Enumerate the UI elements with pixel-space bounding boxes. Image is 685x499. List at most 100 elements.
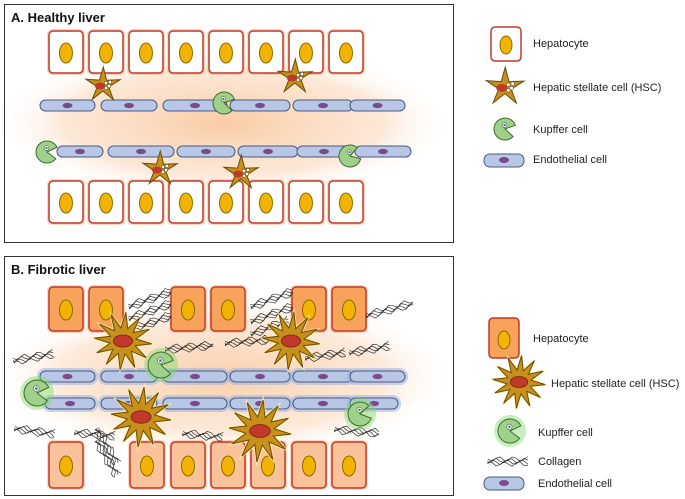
legend-b-collagen-label: Collagen <box>538 456 582 468</box>
panel-fibrotic-liver: B. Fibrotic liver <box>4 256 454 496</box>
healthy-kupffer-1 <box>212 91 235 115</box>
legend-b-kupffer-label: Kupffer cell <box>538 427 593 439</box>
legend-b-collagen-shape <box>487 456 529 467</box>
healthy-hepatocyte-top-2 <box>87 29 125 75</box>
legend-b-kupffer-icon <box>494 415 526 447</box>
legend-b-endothelial-label: Endothelial cell <box>538 478 612 490</box>
healthy-hepatocyte-bottom-6 <box>247 179 285 225</box>
healthy-endothelial-cell-8 <box>107 145 175 158</box>
healthy-hepatocyte-top-3 <box>127 29 165 75</box>
healthy-endothelial-cell-3 <box>162 99 228 112</box>
healthy-endothelial-cell-9 <box>176 145 236 158</box>
legend-b-hepatocyte-icon <box>488 317 520 359</box>
healthy-endothelial-cell-5 <box>292 99 354 112</box>
legend-a-hepatocyte-icon <box>490 26 522 62</box>
fibrotic-liver-diagram <box>5 285 453 490</box>
collagen-fiber-2 <box>128 300 172 322</box>
healthy-hsc-1 <box>84 65 123 102</box>
healthy-hsc-4 <box>222 153 261 190</box>
collagen-fiber-18 <box>349 340 390 357</box>
fibrotic-hsc-4 <box>223 394 297 468</box>
legend-a-endothelial-label: Endothelial cell <box>533 154 607 166</box>
fibrotic-endothelial-cell-2 <box>98 368 160 385</box>
healthy-hepatocyte-bottom-1 <box>47 179 85 225</box>
fibrotic-endothelial-cell-3 <box>160 368 230 385</box>
legend-a-hsc-shape <box>484 65 526 105</box>
fibrotic-hepatocyte-bottom-2 <box>128 440 166 490</box>
fibrotic-kupffer-1 <box>144 348 178 382</box>
collagen-fiber-16 <box>224 334 274 348</box>
legend-a-hsc-icon <box>484 65 526 105</box>
healthy-hepatocyte-top-4 <box>167 29 205 75</box>
collagen-fiber-14 <box>94 439 122 478</box>
legend-b-collagen-icon <box>487 456 529 467</box>
healthy-hepatocyte-bottom-3 <box>127 179 165 225</box>
legend-b-hsc-label: Hepatic stellate cell (HSC) <box>551 378 680 390</box>
healthy-hsc-3 <box>141 149 180 186</box>
fibrotic-hsc-2 <box>257 307 325 375</box>
collagen-fiber-13 <box>94 427 122 466</box>
legend-b-hepatocyte-label: Hepatocyte <box>533 333 589 345</box>
collagen-fiber-11 <box>182 429 224 442</box>
collagen-fiber-9 <box>14 425 56 439</box>
legend-b-hsc-icon <box>488 351 550 413</box>
healthy-hepatocyte-bottom-7 <box>287 179 325 225</box>
legend-a-kupffer-icon <box>493 117 516 141</box>
healthy-endothelial-cell-11 <box>296 145 352 158</box>
collagen-fiber-15 <box>164 340 214 354</box>
healthy-endothelial-cell-10 <box>237 145 299 158</box>
healthy-hepatocyte-top-8 <box>327 29 365 75</box>
fibrotic-hepatocyte-top-4 <box>209 285 247 333</box>
fibrotic-endothelial-cell-11 <box>290 395 356 412</box>
fibrotic-endothelial-cell-5 <box>290 368 356 385</box>
panel-healthy-liver: A. Healthy liver <box>4 4 454 243</box>
fibrotic-endothelial-cell-9 <box>160 395 230 412</box>
legend-a-endothelial-icon <box>483 153 525 168</box>
legend-a-kupffer-shape <box>493 117 516 141</box>
fibrotic-hepatocyte-top-1 <box>47 285 85 333</box>
collagen-fiber-10 <box>74 428 116 441</box>
healthy-hsc-2 <box>276 57 315 94</box>
fibrotic-hepatocyte-bottom-5 <box>249 440 287 490</box>
healthy-endothelial-cell-4 <box>229 99 291 112</box>
healthy-hepatocyte-bottom-4 <box>167 179 205 225</box>
fibrotic-hsc-3 <box>106 382 176 452</box>
legend-a-hsc-label: Hepatic stellate cell (HSC) <box>533 82 662 94</box>
healthy-hepatocyte-bottom-2 <box>87 179 125 225</box>
panel-b-title: B. Fibrotic liver <box>11 262 106 277</box>
legend-b-kupffer-shape <box>494 415 526 447</box>
collagen-fiber-5 <box>250 303 294 325</box>
healthy-hepatocyte-top-1 <box>47 29 85 75</box>
fibrotic-hepatocyte-bottom-6 <box>290 440 328 490</box>
healthy-endothelial-cell-2 <box>100 99 158 112</box>
collagen-fiber-4 <box>250 288 294 310</box>
healthy-hepatocyte-top-5 <box>207 29 245 75</box>
fibrotic-hepatocyte-top-3 <box>169 285 207 333</box>
healthy-hepatocyte-bottom-5 <box>207 179 245 225</box>
fibrotic-hepatocyte-top-6 <box>330 285 368 333</box>
legend-a-hepatocyte-label: Hepatocyte <box>533 38 589 50</box>
fibrotic-hepatocyte-bottom-3 <box>169 440 207 490</box>
fibrotic-kupffer-3 <box>344 398 376 430</box>
fibrotic-kupffer-2 <box>20 376 54 410</box>
fibrotic-hepatocyte-bottom-1 <box>47 440 85 490</box>
legend-b-hsc-shape <box>488 351 550 413</box>
fibrotic-endothelial-cell-1 <box>37 368 98 385</box>
collagen-fiber-1 <box>128 288 172 310</box>
legend-a-kupffer-label: Kupffer cell <box>533 124 588 136</box>
healthy-endothelial-cell-7 <box>56 145 104 158</box>
healthy-liver-diagram <box>5 29 453 225</box>
fibrotic-endothelial-cell-6 <box>347 368 408 385</box>
healthy-hepatocyte-bottom-8 <box>327 179 365 225</box>
healthy-endothelial-cell-1 <box>39 99 96 112</box>
healthy-kupffer-3 <box>338 144 362 168</box>
fibrotic-hsc-1 <box>89 307 157 375</box>
fibrotic-endothelial-cell-4 <box>227 368 293 385</box>
collagen-fiber-7 <box>365 300 414 319</box>
fibrotic-hepatocyte-bottom-4 <box>209 440 247 490</box>
healthy-endothelial-cell-6 <box>349 99 406 112</box>
fibrotic-hepatocyte-top-5 <box>290 285 328 333</box>
panel-a-title: A. Healthy liver <box>11 10 105 25</box>
healthy-hepatocyte-top-6 <box>247 29 285 75</box>
healthy-kupffer-2 <box>35 140 58 164</box>
